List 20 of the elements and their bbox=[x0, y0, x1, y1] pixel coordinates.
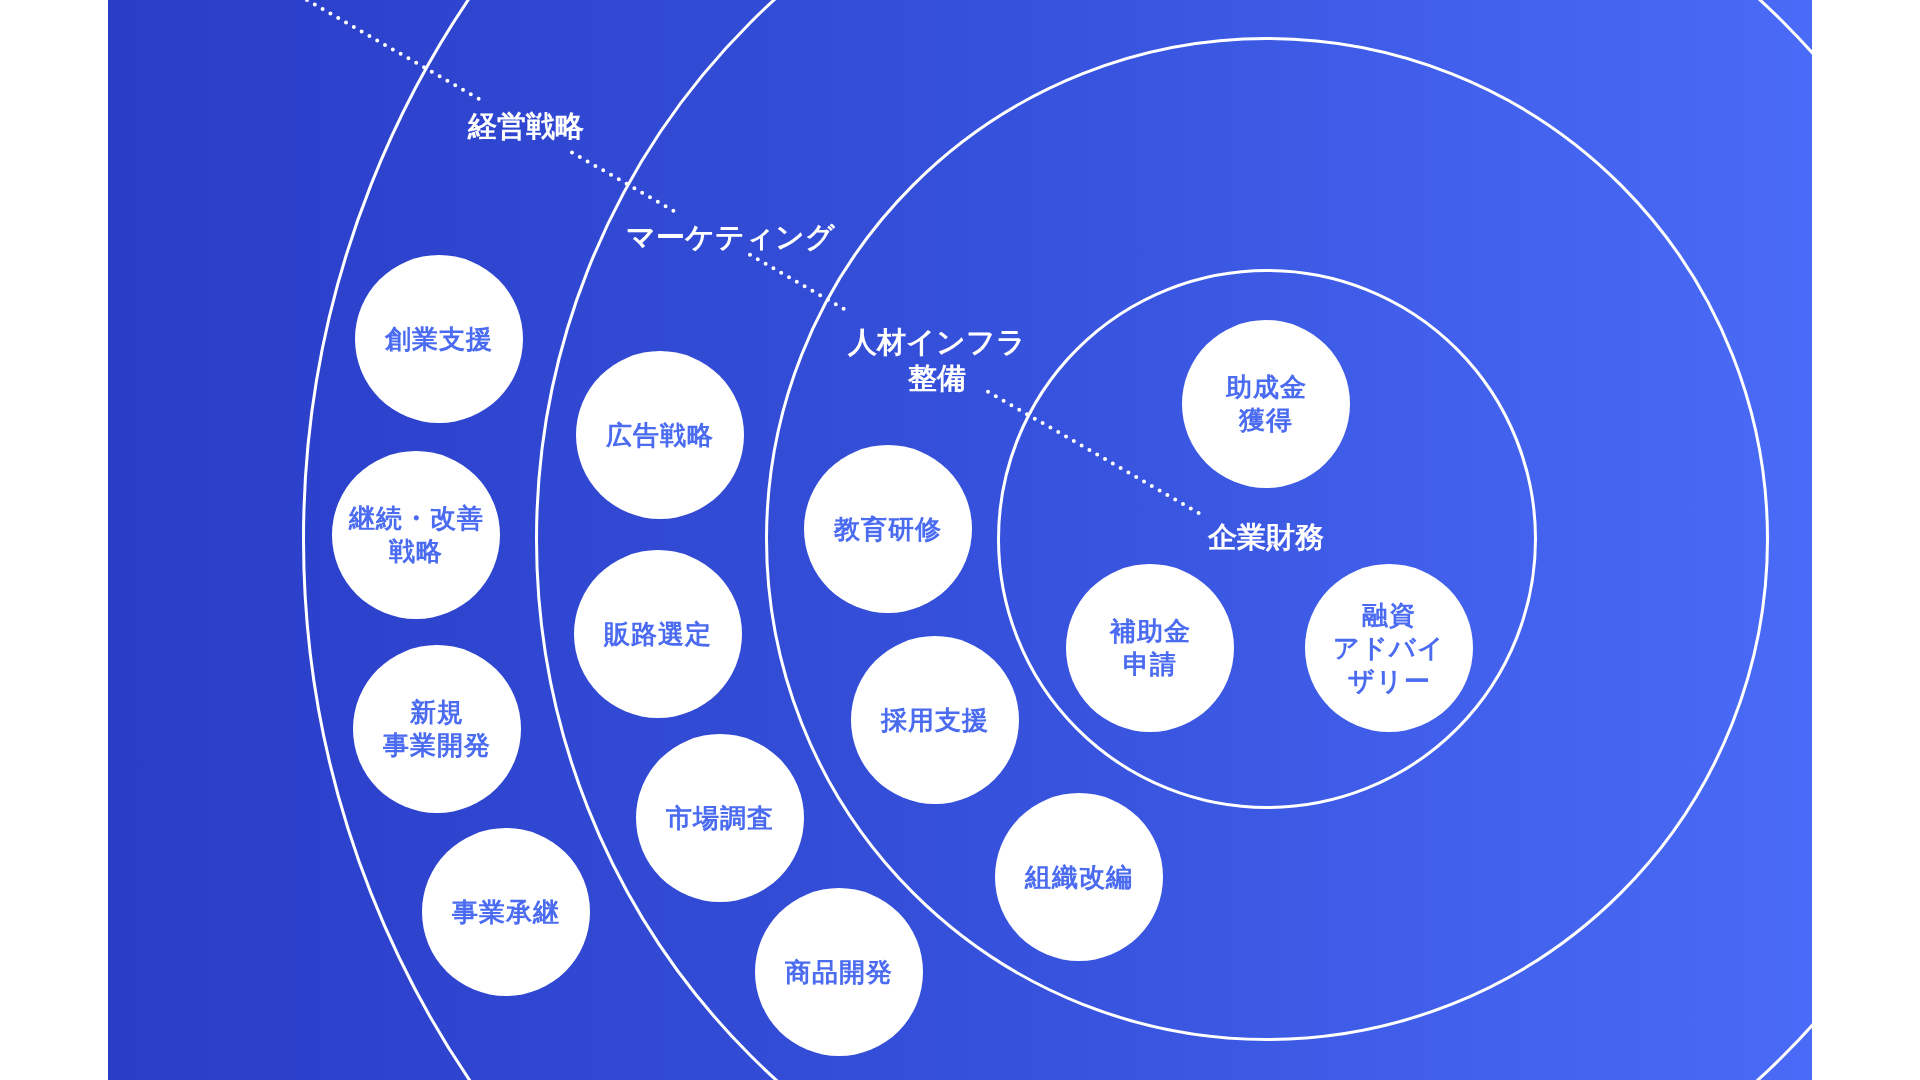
ring-heading: マーケティング bbox=[625, 219, 835, 255]
ring-outline bbox=[997, 269, 1537, 809]
topic-label: 融資アドバイザリー bbox=[1333, 598, 1445, 698]
topic-label: 継続・改善戦略 bbox=[348, 502, 484, 568]
topic-label: 新規事業開発 bbox=[383, 696, 491, 762]
topic-label: 市場調査 bbox=[666, 801, 774, 835]
topic-label: 創業支援 bbox=[385, 322, 493, 356]
topic-label: 教育研修 bbox=[834, 512, 942, 546]
topic-label: 商品開発 bbox=[785, 955, 893, 989]
topic-label: 助成金獲得 bbox=[1225, 371, 1307, 437]
ring-heading: 経営戦略 bbox=[468, 108, 584, 144]
ring-outline bbox=[302, 0, 1812, 1080]
topic-label: 組織改編 bbox=[1025, 860, 1133, 894]
topic-label: 事業承継 bbox=[452, 895, 560, 929]
topic-label: 販路選定 bbox=[604, 617, 712, 651]
topic-label: 広告戦略 bbox=[606, 418, 714, 452]
ring-heading: 人材インフラ整備 bbox=[848, 324, 1026, 396]
ring-heading: 企業財務 bbox=[1208, 519, 1324, 555]
topic-label: 補助金申請 bbox=[1109, 615, 1191, 681]
topic-label: 採用支援 bbox=[881, 703, 989, 737]
